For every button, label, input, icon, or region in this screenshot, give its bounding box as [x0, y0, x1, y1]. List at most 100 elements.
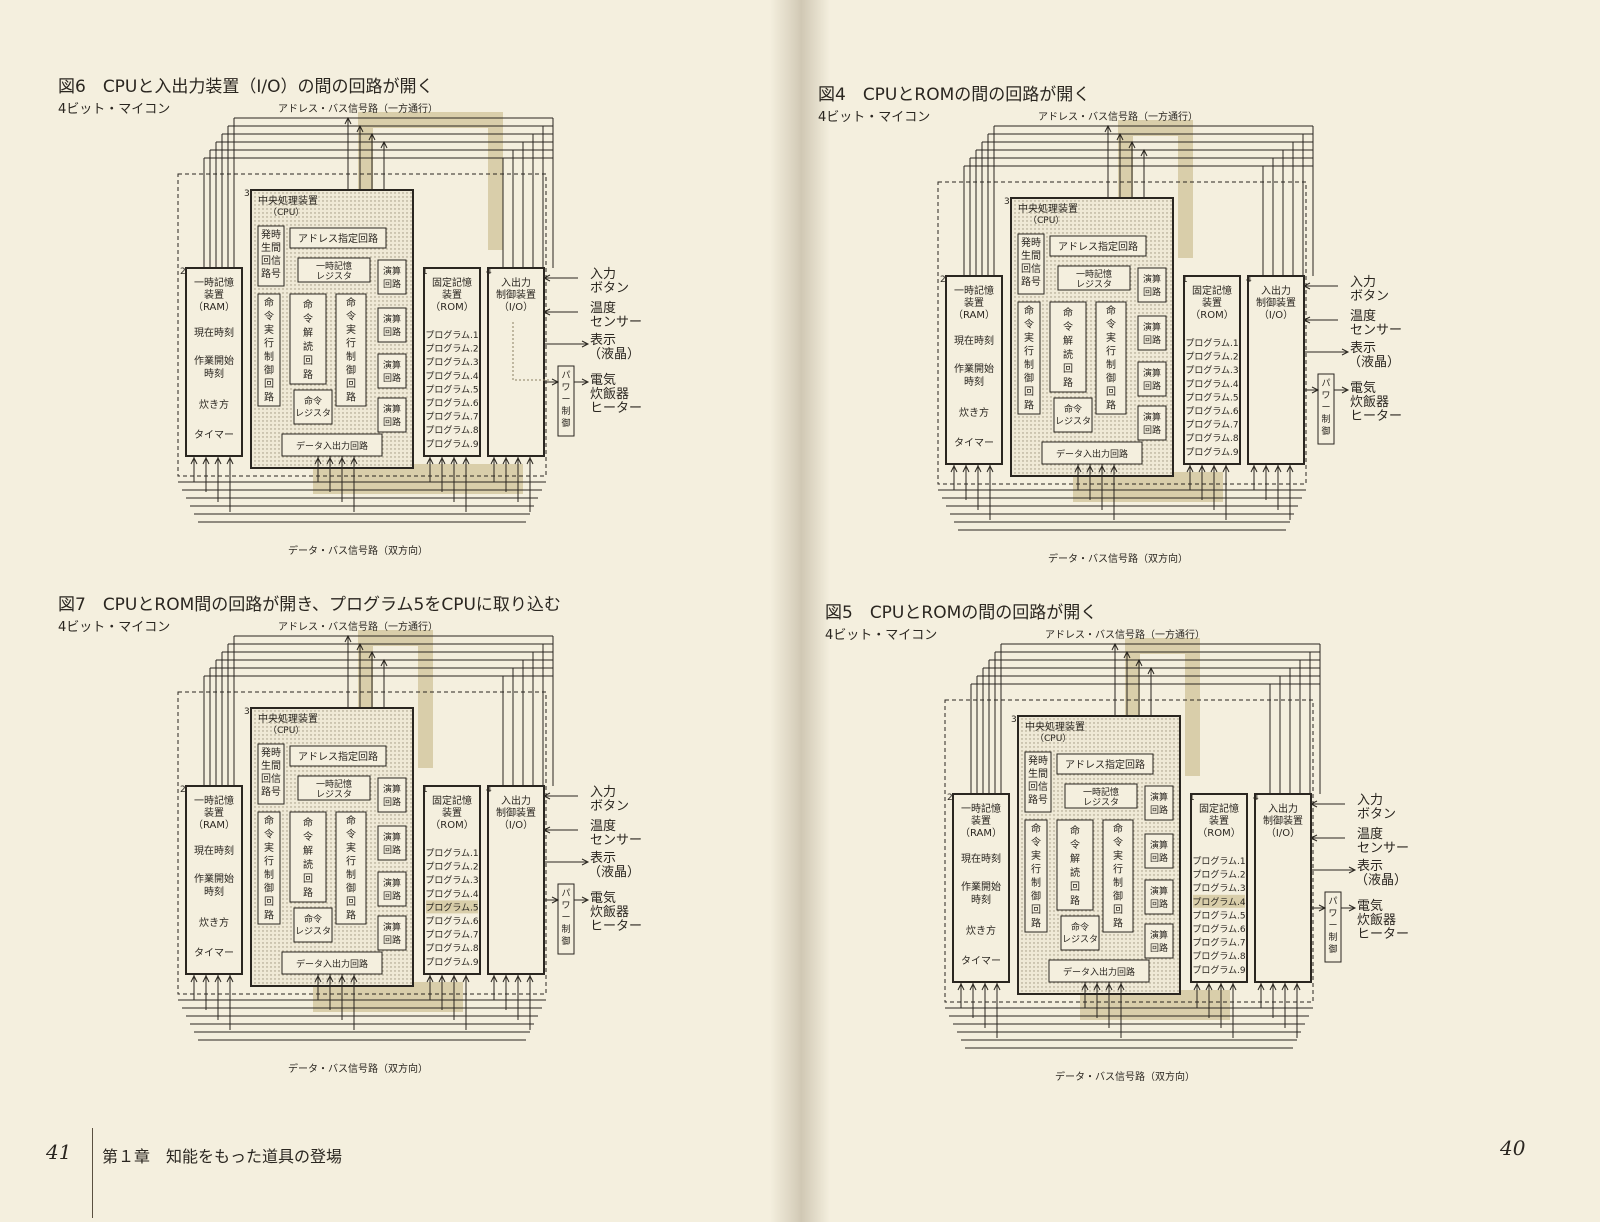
- address-bus-label: アドレス・バス信号路（一方通行）: [278, 620, 438, 633]
- address-circuit: [289, 745, 387, 767]
- power-control-block: [1317, 373, 1335, 445]
- alu-label: 回路: [1150, 942, 1168, 954]
- figure-title: 図5 CPUとROMの間の回路が開く: [825, 603, 1098, 623]
- power-control-label: 制: [561, 405, 570, 417]
- io-block: [1254, 793, 1312, 983]
- instruction-exec-label: 制: [264, 350, 274, 363]
- arrow-up-icon: [1205, 982, 1213, 991]
- ram-title: 装置: [964, 296, 984, 309]
- rom-program-item: プログラム.5: [425, 901, 478, 913]
- rom-title: （ROM）: [430, 819, 473, 831]
- instruction-register-label: レジスタ: [1055, 416, 1091, 427]
- arrow-up-icon: [1105, 982, 1113, 991]
- display-label: （液晶）: [1355, 873, 1407, 888]
- temp-sensor-label: 温度: [1350, 308, 1376, 324]
- instruction-exec-label: 回: [1031, 904, 1041, 916]
- instruction-exec-label: 御: [1031, 890, 1041, 903]
- ram-item: 時刻: [964, 375, 984, 388]
- display-label: （液晶）: [588, 347, 640, 362]
- instruction-exec-label: 路: [346, 909, 356, 922]
- rom-title: 装置: [442, 806, 462, 819]
- power-control-label: 御: [561, 935, 570, 947]
- arrow-left-icon: [1302, 316, 1311, 324]
- rom-program-item: プログラム.3: [425, 356, 478, 368]
- instruction-exec-label: 令: [1031, 836, 1041, 849]
- rom-program-item: プログラム.6: [1192, 923, 1246, 935]
- alu-block: [1137, 267, 1167, 303]
- io-title: （I/O）: [1266, 827, 1300, 839]
- arrow-right-icon: [1341, 348, 1350, 356]
- power-control-label: パ: [1321, 378, 1330, 389]
- arrow-up-icon: [1210, 464, 1218, 473]
- instruction-exec-label: 御: [1113, 890, 1123, 903]
- ram-title: 一時記憶: [961, 802, 1001, 815]
- arrow-left-icon: [542, 308, 551, 316]
- cpu-subtitle: （CPU）: [268, 725, 304, 736]
- arrow-right-icon: [551, 896, 560, 904]
- temp-sensor-label: センサー: [1357, 841, 1409, 856]
- heater-label: ヒーター: [1357, 927, 1409, 942]
- instruction-decode-label: 令: [1070, 838, 1080, 851]
- arrow-up-icon: [526, 974, 534, 983]
- arrow-up-icon: [1198, 464, 1206, 473]
- power-control-label: パ: [561, 888, 570, 899]
- instruction-decode-label: 令: [303, 312, 313, 325]
- alu-label: 演算: [1150, 929, 1168, 941]
- rom-program-item: プログラム.5: [1185, 391, 1238, 403]
- instruction-exec-label: 御: [1024, 372, 1034, 385]
- alu-label: 演算: [383, 359, 401, 371]
- ram-number: 2: [180, 267, 186, 277]
- instruction-exec-right: [335, 811, 367, 925]
- io-title: 制御装置: [496, 806, 536, 819]
- arrow-up-icon: [380, 658, 388, 667]
- cpu-subtitle: （CPU）: [1035, 733, 1071, 744]
- arrow-up-icon: [1086, 464, 1094, 473]
- figure-title: 図7 CPUとROM間の回路が開き、プログラム5をCPUに取り込む: [58, 595, 561, 615]
- cpu-title: 中央処理装置: [258, 194, 318, 207]
- rom-block: [1183, 275, 1241, 465]
- arrow-up-icon: [514, 456, 522, 465]
- instruction-exec-label: 実: [1024, 331, 1034, 344]
- arrow-up-icon: [502, 456, 510, 465]
- program-highlight: [1193, 894, 1245, 908]
- arrow-up-icon: [202, 974, 210, 983]
- ram-title: 一時記憶: [954, 284, 994, 297]
- io-title: 入出力: [501, 276, 531, 289]
- rom-program-item: プログラム.1: [1192, 855, 1245, 867]
- rom-program-item: プログラム.3: [1192, 882, 1245, 894]
- chapter-divider: [92, 1128, 93, 1218]
- instruction-exec-label: 回: [346, 896, 356, 908]
- figure-6: 図6 CPUと入出力装置（I/O）の間の回路が開く 4ビット・マイコン アドレス…: [58, 72, 778, 572]
- display-label: （液晶）: [588, 865, 640, 880]
- instruction-decode-label: 命: [303, 816, 313, 829]
- power-control-label: 御: [1321, 425, 1330, 437]
- alu-label: 回路: [383, 416, 401, 428]
- ram-title: 装置: [204, 806, 224, 819]
- instruction-exec-label: 実: [346, 323, 356, 336]
- input-button-label: ボタン: [590, 281, 629, 296]
- alu-block: [1144, 879, 1174, 915]
- instruction-decode-label: 読: [303, 858, 313, 871]
- alu-label: 回路: [383, 844, 401, 856]
- temp-register: [297, 775, 371, 801]
- alu-label: 回路: [1150, 804, 1168, 816]
- instruction-register-label: レジスタ: [295, 926, 331, 937]
- instruction-decode-label: 解: [303, 326, 313, 339]
- alu-block: [1144, 785, 1174, 821]
- rom-program-item: プログラム.7: [425, 411, 478, 423]
- data-io-label: データ入出力回路: [296, 440, 368, 452]
- data-io-circuit: [1048, 959, 1150, 983]
- display-label: 表示: [1357, 859, 1383, 874]
- arrow-up-icon: [1147, 666, 1155, 675]
- rom-program-item: プログラム.9: [425, 956, 479, 968]
- input-button-label: ボタン: [1350, 289, 1389, 304]
- arrow-up-icon: [326, 974, 334, 983]
- cpu-number: 3: [244, 707, 250, 717]
- page-number-right: 40: [1500, 1136, 1526, 1160]
- display-label: 表示: [590, 851, 616, 866]
- ram-number: 2: [940, 275, 946, 285]
- clock-circuit-label: 路号: [261, 785, 281, 798]
- arrow-up-icon: [1074, 464, 1082, 473]
- rom-program-item: プログラム.5: [1192, 909, 1245, 921]
- cpu-number: 3: [1004, 197, 1010, 207]
